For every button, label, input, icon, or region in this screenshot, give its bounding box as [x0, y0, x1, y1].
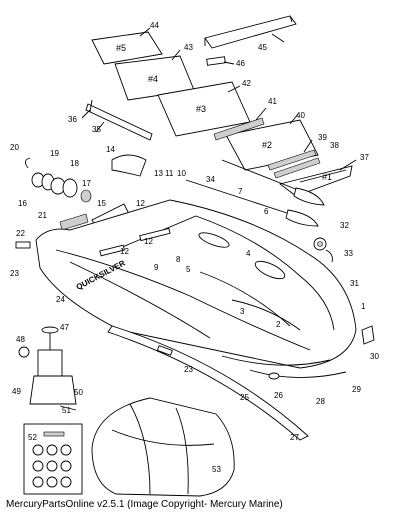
- paddle-bag-part: [111, 154, 147, 177]
- callout-34: 34: [206, 175, 215, 184]
- drain-plug-part: [268, 372, 280, 380]
- callout-30: 30: [370, 352, 379, 361]
- floor-plate-1-label: #1: [322, 172, 332, 182]
- callout-23a: 23: [10, 269, 19, 278]
- callout-6: 6: [264, 207, 269, 216]
- callout-26: 26: [274, 391, 283, 400]
- strip-part: [273, 157, 321, 179]
- callout-14: 14: [106, 145, 115, 154]
- callout-16: 16: [18, 199, 27, 208]
- grab-handle-part: [156, 345, 173, 356]
- carry-bag: [91, 397, 235, 497]
- callout-10: 10: [177, 169, 186, 178]
- foot-pump: [18, 326, 77, 411]
- oarlock-part: [313, 237, 333, 263]
- repair-kit: [23, 423, 83, 495]
- inflatable-boat-hull: QUICKSILVER: [35, 199, 357, 378]
- callout-12c: 12: [120, 247, 129, 256]
- callout-labels: 1 2 3 4 5 6 7 8 9 10 11 12 12 12 13 14 1…: [10, 21, 379, 474]
- callout-53: 53: [212, 465, 221, 474]
- callout-41: 41: [268, 97, 277, 106]
- callout-13: 13: [154, 169, 163, 178]
- callout-48: 48: [16, 335, 25, 344]
- callout-9: 9: [154, 263, 159, 272]
- handle-strap-part: [59, 213, 89, 231]
- callout-2: 2: [276, 320, 281, 329]
- callout-31: 31: [350, 279, 359, 288]
- callout-17: 17: [82, 179, 91, 188]
- callout-45: 45: [258, 43, 267, 52]
- callout-36: 36: [68, 115, 77, 124]
- floor-plate-2-label: #2: [262, 140, 272, 150]
- callout-15: 15: [97, 199, 106, 208]
- small-block-part: [206, 56, 226, 66]
- callout-46: 46: [236, 59, 245, 68]
- callout-11: 11: [165, 169, 174, 178]
- callout-38: 38: [330, 141, 339, 150]
- callout-28: 28: [316, 397, 325, 406]
- copyright-caption: MercuryPartsOnline v2.5.1 (Image Copyrig…: [6, 499, 283, 510]
- grab-handle-part: [15, 241, 31, 249]
- callout-40: 40: [296, 111, 305, 120]
- callout-43: 43: [184, 43, 193, 52]
- callout-23b: 23: [184, 365, 193, 374]
- floor-plate-3-label: #3: [196, 104, 206, 114]
- floor-plate-5: [91, 31, 163, 65]
- valve-assembly: [25, 157, 92, 203]
- callout-22: 22: [16, 229, 25, 238]
- callout-19: 19: [50, 149, 59, 158]
- callout-35: 35: [92, 125, 101, 134]
- callout-24: 24: [56, 295, 65, 304]
- transom-bracket-part: [361, 325, 375, 345]
- callout-1: 1: [361, 302, 366, 311]
- callout-4: 4: [246, 249, 251, 258]
- callout-5: 5: [186, 265, 191, 274]
- callout-39: 39: [318, 133, 327, 142]
- callout-8: 8: [176, 255, 181, 264]
- callout-20: 20: [10, 143, 19, 152]
- callout-21: 21: [38, 211, 47, 220]
- callout-32: 32: [340, 221, 349, 230]
- leader-lines: [81, 27, 357, 171]
- callout-44: 44: [150, 21, 159, 30]
- callout-42: 42: [242, 79, 251, 88]
- callout-27: 27: [290, 433, 299, 442]
- callout-12b: 12: [144, 237, 153, 246]
- callout-52: 52: [28, 433, 37, 442]
- callout-47: 47: [60, 323, 69, 332]
- callout-33: 33: [344, 249, 353, 258]
- callout-50: 50: [74, 388, 83, 397]
- callout-49: 49: [12, 387, 21, 396]
- strip-part: [267, 149, 317, 171]
- strip-part: [213, 117, 265, 141]
- floor-plate-4-label: #4: [148, 74, 158, 84]
- callout-25: 25: [240, 393, 249, 402]
- long-bar-part: [204, 15, 297, 49]
- callout-12a: 12: [136, 199, 145, 208]
- callout-29: 29: [352, 385, 361, 394]
- callout-7: 7: [238, 187, 243, 196]
- seat-rail-part: [85, 99, 153, 141]
- oar-part: [185, 179, 319, 227]
- floor-plate-5-label: #5: [116, 43, 126, 53]
- callout-3: 3: [240, 307, 245, 316]
- callout-51: 51: [62, 406, 71, 415]
- callout-37: 37: [360, 153, 369, 162]
- keel-strip-part: [107, 325, 309, 441]
- callout-18: 18: [70, 159, 79, 168]
- oar-part: [221, 159, 325, 206]
